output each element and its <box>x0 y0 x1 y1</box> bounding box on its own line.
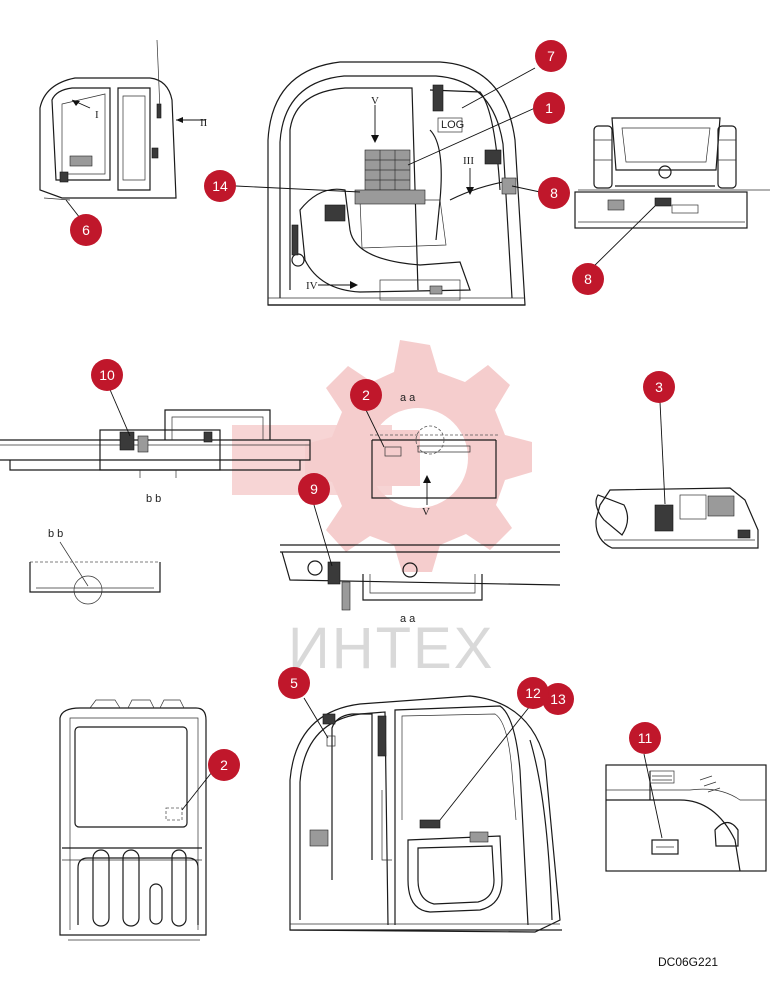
svg-text:3: 3 <box>655 379 663 395</box>
main-view-III: III <box>463 155 474 167</box>
callout-8-main: 8 <box>538 177 570 209</box>
detail-panel-view <box>605 753 767 872</box>
svg-text:7: 7 <box>547 48 555 64</box>
callout-1: 1 <box>533 92 565 124</box>
cab-interior-view: LOG V III IV <box>235 61 541 306</box>
svg-text:LOG: LOG <box>441 119 464 131</box>
svg-text:2: 2 <box>220 757 228 773</box>
cab-door-view <box>289 695 562 933</box>
drawing-code: DC06G221 <box>658 955 718 969</box>
watermark: ИНТЕХ <box>232 340 532 681</box>
cab-view-II: II <box>200 117 208 129</box>
aa-top-label: a a <box>400 392 416 404</box>
callout-12: 12 <box>517 677 549 709</box>
callout-7: 7 <box>535 40 567 72</box>
svg-text:14: 14 <box>212 178 228 194</box>
section-bb-view: b b b b <box>0 384 311 605</box>
svg-text:8: 8 <box>550 185 558 201</box>
bb-view-label: b b <box>146 493 161 505</box>
svg-text:5: 5 <box>290 675 298 691</box>
section-aa-view: a a V a a <box>280 392 561 625</box>
svg-text:11: 11 <box>638 730 653 746</box>
callout-6: 6 <box>70 214 102 246</box>
cab-top-view <box>59 699 213 941</box>
watermark-gear-logo <box>232 340 532 572</box>
seat-rear-view <box>574 117 770 273</box>
cab-side-view: I II <box>39 39 208 219</box>
console-side-view <box>595 401 759 549</box>
cab-view-I: I <box>95 109 99 121</box>
callout-3: 3 <box>643 371 675 403</box>
callout-2-top: 2 <box>208 749 240 781</box>
callout-2-aa: 2 <box>350 379 382 411</box>
svg-text:6: 6 <box>82 222 90 238</box>
callout-14: 14 <box>204 170 236 202</box>
callout-10: 10 <box>91 359 123 391</box>
aa-bottom-label: a a <box>400 613 416 625</box>
svg-text:2: 2 <box>362 387 370 403</box>
bb-small-label: b b <box>48 528 63 540</box>
watermark-text: ИНТЕХ <box>288 616 494 681</box>
callout-8-seat: 8 <box>572 263 604 295</box>
callout-9: 9 <box>298 473 330 505</box>
main-view-IV: IV <box>306 280 318 292</box>
main-view-V: V <box>371 95 379 107</box>
svg-text:1: 1 <box>545 100 553 116</box>
aa-view-V: V <box>422 506 430 518</box>
svg-text:8: 8 <box>584 271 592 287</box>
callout-5: 5 <box>278 667 310 699</box>
callout-13: 13 <box>542 683 574 715</box>
svg-text:13: 13 <box>550 691 566 707</box>
callout-11: 11 <box>629 722 661 754</box>
svg-text:9: 9 <box>310 481 318 497</box>
svg-text:12: 12 <box>525 685 541 701</box>
svg-text:10: 10 <box>99 367 115 383</box>
